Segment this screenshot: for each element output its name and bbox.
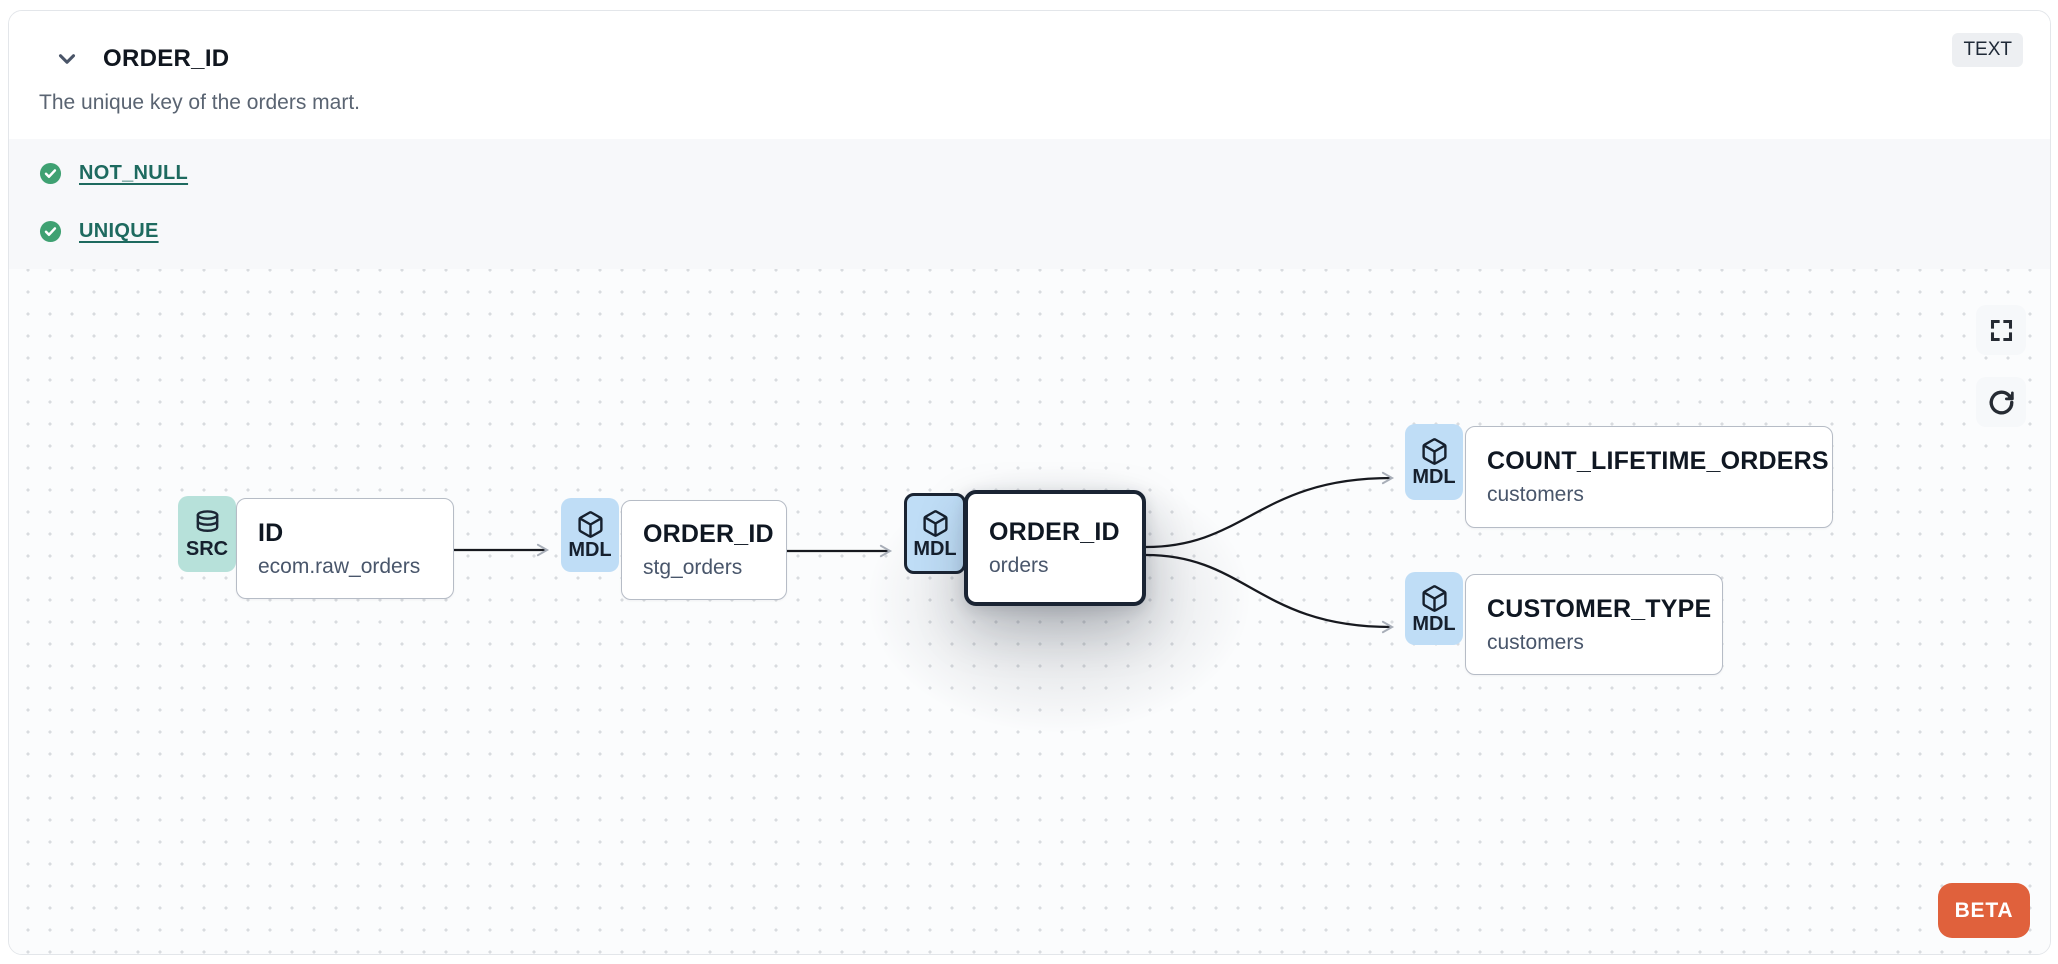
- cube-icon: [1421, 438, 1447, 465]
- refresh-button[interactable]: [1976, 377, 2026, 427]
- lineage-node-order-id-orders-selected[interactable]: ORDER_ID orders: [964, 490, 1146, 606]
- node-subtitle: ecom.raw_orders: [258, 554, 421, 578]
- collapse-toggle[interactable]: [49, 41, 85, 77]
- node-title: ORDER_ID: [989, 518, 1120, 546]
- node-subtitle: orders: [989, 554, 1049, 577]
- refresh-icon: [1989, 390, 2014, 414]
- column-type-badge: TEXT: [1952, 33, 2023, 67]
- chevron-down-icon: [58, 54, 76, 64]
- node-title: ID: [258, 518, 284, 547]
- node-title: COUNT_LIFETIME_ORDERS: [1487, 447, 1829, 475]
- node-badge-label: MDL: [1412, 612, 1456, 635]
- node-badge-mdl[interactable]: MDL: [561, 498, 619, 572]
- node-subtitle: stg_orders: [643, 556, 743, 579]
- lineage-node-customer-type[interactable]: CUSTOMER_TYPE customers: [1465, 574, 1723, 675]
- lineage-node-count-lifetime-orders[interactable]: COUNT_LIFETIME_ORDERS customers: [1465, 426, 1833, 528]
- node-badge-mdl[interactable]: MDL: [1405, 424, 1463, 500]
- column-description: The unique key of the orders mart.: [39, 91, 360, 114]
- column-header: ORDER_ID TEXT The unique key of the orde…: [9, 11, 2050, 139]
- node-badge-mdl-selected[interactable]: MDL: [904, 493, 966, 574]
- beta-badge: BETA: [1938, 883, 2030, 938]
- test-row: NOT_NULL: [39, 160, 188, 186]
- lineage-node-id-raw-orders[interactable]: ID ecom.raw_orders: [236, 498, 454, 599]
- database-icon: [196, 510, 218, 532]
- lineage-node-order-id-stg-orders[interactable]: ORDER_ID stg_orders: [621, 500, 787, 600]
- lineage-edges: [454, 471, 1395, 634]
- fullscreen-icon: [1990, 319, 2012, 341]
- fullscreen-button[interactable]: [1976, 305, 2026, 355]
- lineage-canvas[interactable]: SRC ID ecom.raw_orders MDL ORDER_ID stg_…: [9, 269, 2050, 954]
- node-subtitle: customers: [1487, 630, 1584, 654]
- column-details-card: ORDER_ID TEXT The unique key of the orde…: [8, 10, 2051, 955]
- check-circle-icon: [39, 220, 62, 242]
- node-subtitle: customers: [1487, 483, 1584, 506]
- cube-icon: [922, 509, 948, 537]
- test-link-unique[interactable]: UNIQUE: [79, 219, 159, 242]
- page-title: ORDER_ID: [103, 45, 230, 72]
- node-badge-src[interactable]: SRC: [178, 496, 236, 572]
- node-badge-label: SRC: [185, 538, 229, 560]
- check-circle-icon: [39, 162, 62, 184]
- node-badge-mdl[interactable]: MDL: [1405, 572, 1463, 645]
- node-badge-label: MDL: [1412, 466, 1456, 488]
- node-badge-label: MDL: [913, 537, 957, 560]
- node-badge-label: MDL: [568, 539, 612, 561]
- node-title: CUSTOMER_TYPE: [1487, 594, 1712, 623]
- node-title: ORDER_ID: [643, 520, 774, 548]
- cube-icon: [577, 511, 603, 538]
- cube-icon: [1421, 584, 1447, 612]
- test-link-not-null[interactable]: NOT_NULL: [79, 161, 189, 184]
- tests-section: NOT_NULL UNIQUE: [9, 139, 2050, 269]
- test-row: UNIQUE: [39, 218, 159, 244]
